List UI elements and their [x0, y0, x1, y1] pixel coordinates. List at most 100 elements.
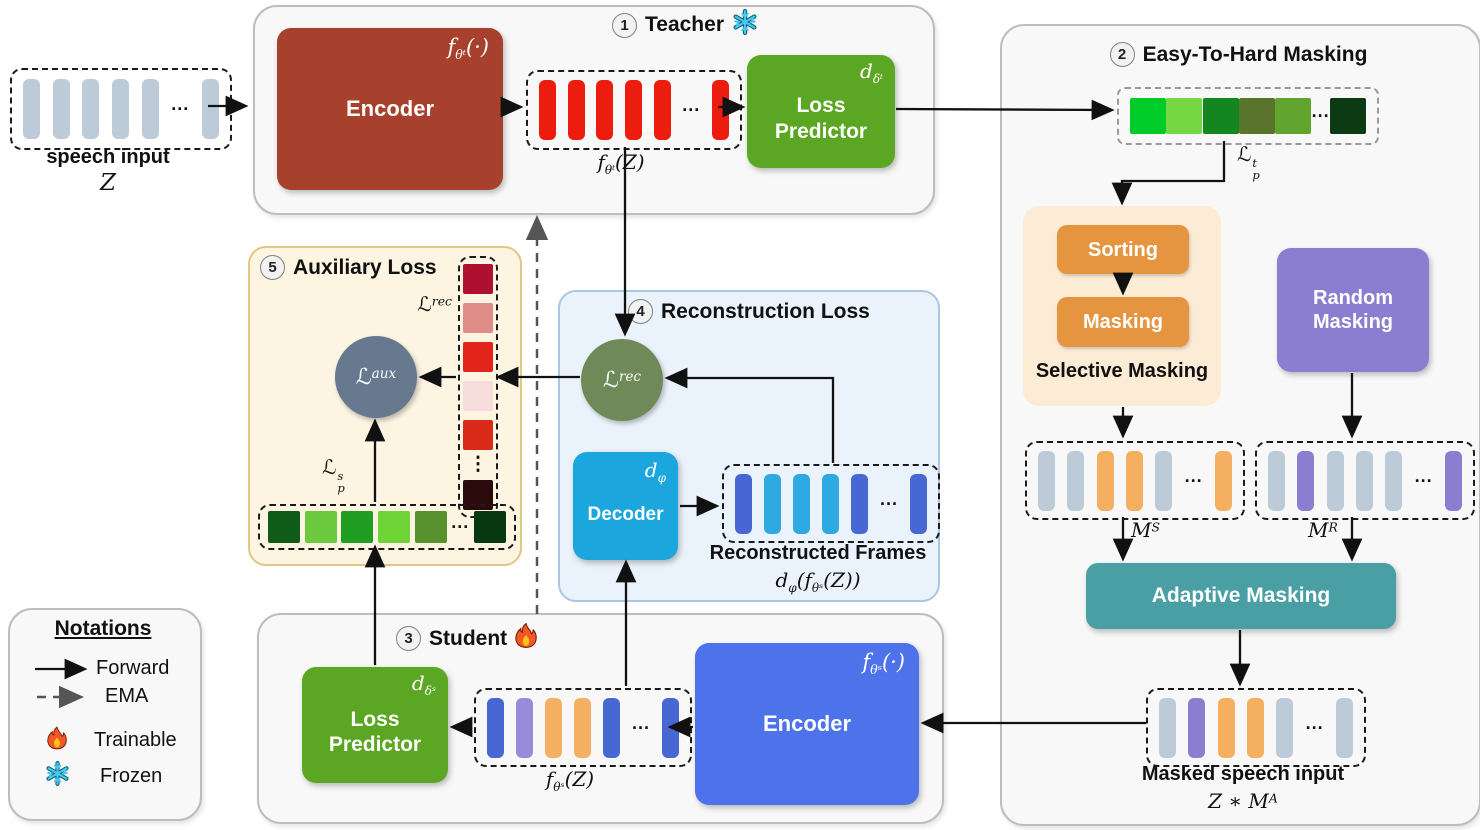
legend-trainable-label: Trainable — [94, 729, 177, 751]
frame-cell-g4 — [1238, 98, 1275, 134]
frame-cell-purple — [1297, 450, 1315, 511]
teacher-loss-predictor-label: Loss Predictor — [774, 94, 868, 143]
student-frames: ··· — [474, 688, 692, 767]
teacher-number-badge: 1 — [612, 12, 637, 38]
masked-speech-formula: Z ∗ MA — [1208, 789, 1278, 813]
snowflake-icon — [732, 9, 758, 41]
frame-cell-cyan — [764, 473, 781, 534]
frame-cell-a4 — [377, 511, 410, 543]
frame-cell-orange — [1246, 697, 1264, 758]
frame-cell-gray — [111, 79, 129, 139]
frame-cell-g5 — [1275, 98, 1312, 134]
legend-frozen-label: Frozen — [100, 765, 163, 787]
ellipsis: ··· — [682, 100, 701, 120]
aux-loss-node-label: ℒaux — [355, 364, 397, 390]
frame-cell-a5 — [414, 511, 447, 543]
legend-forward-label: Forward — [96, 657, 170, 679]
frame-cell-gray — [1067, 450, 1085, 511]
reconstructed-frames-formula: dφ(fθˢ(Z)) — [775, 568, 861, 595]
legend-title: Notations — [54, 617, 152, 640]
legend-ema-label: EMA — [105, 685, 149, 707]
reconstruction-loss-node: ℒrec — [581, 339, 663, 421]
selective-mask-label: MS — [1131, 518, 1160, 542]
student-encoder-box: fθˢ(·) Encoder — [695, 643, 919, 805]
teacher-loss-predictor-fn-label: dδᵗ — [860, 59, 883, 86]
frame-cell-r2 — [463, 303, 493, 334]
frame-cell-red — [539, 80, 556, 140]
frame-cell-r3 — [463, 342, 493, 373]
student-loss-predictor-fn-label: dδˢ — [411, 671, 436, 698]
frame-cell-gray — [23, 79, 40, 139]
frame-cell-orange — [574, 697, 591, 758]
frame-cell-red — [653, 80, 671, 140]
frame-cell-a6 — [473, 511, 506, 543]
teacher-frames: ··· — [526, 70, 742, 150]
fire-icon — [515, 622, 537, 655]
reconstruction-loss-number-badge: 4 — [628, 299, 653, 324]
frame-cell-gray — [1155, 450, 1173, 511]
masked-speech-frames: ··· — [1146, 688, 1366, 767]
masking-box: Masking — [1057, 297, 1189, 347]
teacher-features-label: fθᵗ(Z) — [597, 150, 645, 177]
frame-cell-gray — [201, 79, 219, 139]
frame-cell-r5 — [463, 420, 493, 451]
frame-cell-gray — [1385, 450, 1403, 511]
frame-cell-a2 — [304, 511, 337, 543]
random-mask-label: MR — [1308, 518, 1338, 542]
frame-cell-orange — [1125, 450, 1143, 511]
speech-input-z-label: Z — [100, 170, 116, 196]
frame-cell-purple_light — [516, 697, 533, 758]
frame-cell-royal — [851, 473, 868, 534]
student-number-badge: 3 — [396, 626, 421, 651]
frame-cell-orange — [1214, 450, 1232, 511]
decoder-label: Decoder — [587, 503, 664, 525]
predicted-loss-squares: ··· — [1117, 87, 1379, 145]
student-features-label: fθˢ(Z) — [545, 767, 595, 794]
student-title: 3 Student — [396, 622, 537, 655]
auxiliary-loss-number-badge: 5 — [260, 255, 285, 280]
frame-cell-orange — [545, 697, 562, 758]
frame-cell-cyan — [822, 473, 839, 534]
legend-fire-icon — [47, 725, 67, 756]
frame-cell-orange — [1096, 450, 1114, 511]
easy-to-hard-number-badge: 2 — [1109, 42, 1135, 67]
student-title-label: Student — [429, 626, 508, 650]
auxiliary-loss-title: 5 Auxiliary Loss — [260, 255, 437, 280]
frame-cell-royal — [909, 473, 927, 534]
frame-cell-cyan — [793, 473, 810, 534]
frame-cell-g1 — [1130, 98, 1166, 134]
frame-cell-gray — [1268, 450, 1285, 511]
reconstruction-loss-column: ⋮ — [458, 256, 498, 518]
frame-cell-royal — [487, 697, 504, 758]
random-masking-label: Random Masking — [1312, 287, 1394, 333]
speech-input-caption: speech input — [46, 146, 170, 168]
aux-lrec-label: ℒrec — [417, 292, 452, 316]
frame-cell-gray — [1276, 697, 1294, 758]
auxiliary-loss-title-label: Auxiliary Loss — [293, 255, 437, 279]
frame-cell-red — [596, 80, 614, 140]
frame-cell-a1 — [268, 511, 300, 543]
teacher-encoder-fn-label: fθᵗ(·) — [447, 35, 489, 63]
reconstructed-frames-caption: Reconstructed Frames — [709, 542, 927, 564]
ellipsis: ··· — [632, 717, 650, 738]
frame-cell-r4 — [463, 381, 493, 412]
student-predicted-loss-squares: ··· — [258, 504, 516, 550]
frame-cell-orange — [1217, 697, 1235, 758]
random-mask-frames: ··· — [1255, 441, 1475, 520]
masked-speech-caption: Masked speech input — [1141, 763, 1345, 785]
adaptive-masking-box: Adaptive Masking — [1086, 563, 1396, 629]
student-loss-predictor-label: Loss Predictor — [328, 707, 422, 756]
frame-cell-red — [711, 80, 729, 140]
frame-cell-g6 — [1329, 98, 1366, 134]
frame-cell-royal — [735, 473, 752, 534]
ellipsis: ··· — [1305, 717, 1324, 738]
frame-cell-royal — [661, 697, 679, 758]
student-encoder-fn-label: fθˢ(·) — [862, 650, 905, 678]
ellipsis: ··· — [1414, 470, 1433, 491]
frame-cell-red — [567, 80, 585, 140]
ellipsis: ··· — [1184, 470, 1203, 491]
frame-cell-gray — [1326, 450, 1344, 511]
teacher-encoder-label: Encoder — [345, 95, 435, 121]
